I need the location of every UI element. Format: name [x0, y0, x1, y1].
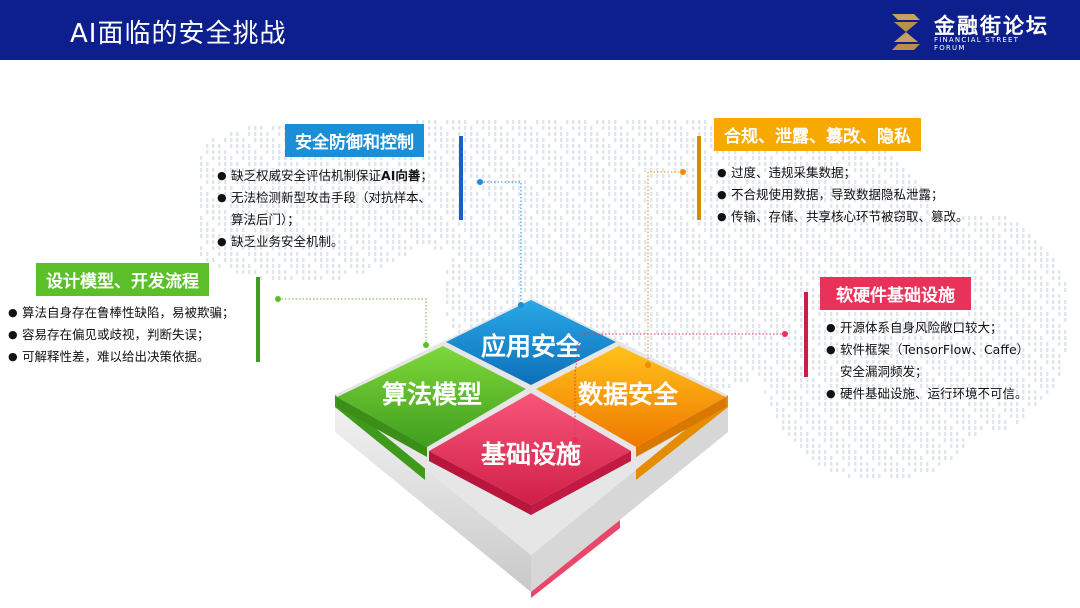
list-item: 算法自身存在鲁棒性缺陷，易被欺骗； [8, 302, 253, 324]
header-bar: AI面临的安全挑战 金融街论坛 FINANCIAL STREET FORUM [0, 0, 1080, 60]
logo: 金融街论坛 FINANCIAL STREET FORUM [884, 8, 1054, 52]
infra-bar [804, 292, 808, 377]
list-item: 开源体系自身风险敞口较大； [826, 317, 1076, 339]
connector-green [278, 298, 427, 345]
defense-list: 缺乏权威安全评估机制保证AI向善； 无法检测新型攻击手段（对抗样本、算法后门）；… [217, 165, 457, 253]
compliance-list: 过度、违规采集数据； 不合规使用数据，导致数据隐私泄露； 传输、存储、共享核心环… [717, 162, 1037, 228]
quadrant-algorithm [337, 346, 526, 447]
connector-orange [647, 171, 683, 365]
list-item: 不合规使用数据，导致数据隐私泄露； [717, 184, 1037, 206]
design-title: 设计模型、开发流程 [36, 263, 209, 296]
compliance-bar [697, 136, 701, 220]
infra-title: 软硬件基础设施 [820, 277, 971, 310]
quadrant-data-security [536, 346, 726, 447]
defense-bar [459, 136, 463, 220]
list-item: 缺乏业务安全机制。 [217, 231, 457, 253]
quadrant-infrastructure [429, 393, 631, 505]
design-bar [256, 277, 260, 362]
list-item: 硬件基础设施、运行环境不可信。 [826, 383, 1076, 405]
logo-mark-icon [892, 14, 920, 50]
list-item: 无法检测新型攻击手段（对抗样本、算法后门）； [217, 187, 457, 231]
connector-red [574, 333, 785, 440]
list-item: 容易存在偏见或歧视，判断失误； [8, 324, 253, 346]
quadrant-label-left: 算法模型 [382, 380, 482, 409]
logo-subtitle: FINANCIAL STREET FORUM [934, 36, 1020, 52]
connector-blue [480, 181, 522, 305]
list-item: 可解释性差，难以给出决策依据。 [8, 346, 253, 368]
quadrant-label-top: 应用安全 [481, 332, 582, 361]
quadrant-app-security [446, 300, 616, 385]
compliance-title: 合规、泄露、篡改、隐私 [714, 118, 921, 151]
design-list: 算法自身存在鲁棒性缺陷，易被欺骗； 容易存在偏见或歧视，判断失误； 可解释性差，… [8, 302, 253, 368]
list-item: 缺乏权威安全评估机制保证AI向善； [217, 165, 457, 187]
infra-list: 开源体系自身风险敞口较大； 软件框架（TensorFlow、Caffe）安全漏洞… [826, 317, 1076, 405]
page-title: AI面临的安全挑战 [70, 19, 287, 49]
quadrant-label-bottom: 基础设施 [481, 440, 581, 469]
quadrant-label-right: 数据安全 [578, 380, 679, 409]
defense-title: 安全防御和控制 [285, 124, 424, 157]
list-item: 软件框架（TensorFlow、Caffe）安全漏洞频发； [826, 339, 1076, 383]
list-item: 传输、存储、共享核心环节被窃取、篡改。 [717, 206, 1037, 228]
logo-text: 金融街论坛 [934, 14, 1049, 38]
list-item: 过度、违规采集数据； [717, 162, 1037, 184]
